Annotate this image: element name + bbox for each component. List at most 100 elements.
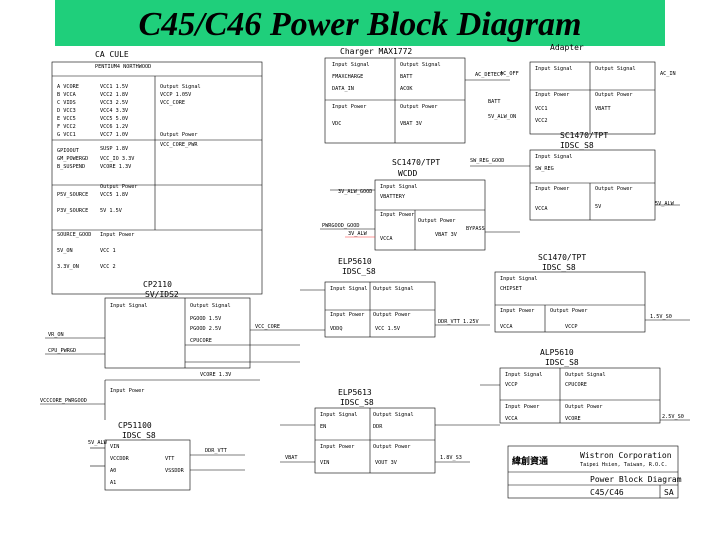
svg-text:Input Signal: Input Signal	[535, 154, 572, 160]
sig-3v-alw: 3V_ALW	[348, 231, 368, 237]
company-cjk: 緯創資通	[512, 455, 548, 467]
sig-5v-alw: 5V_ALW	[655, 201, 675, 207]
svg-text:Output Signal: Output Signal	[160, 84, 201, 90]
svg-text:Output Power: Output Power	[550, 308, 587, 314]
svg-text:Input Power: Input Power	[505, 404, 539, 410]
svg-text:AC_IN: AC_IN	[660, 71, 676, 77]
svg-text:PWRGOOD_GOOD: PWRGOOD_GOOD	[322, 223, 359, 229]
svg-text:Output Power: Output Power	[160, 132, 197, 138]
svg-text:Output Signal: Output Signal	[400, 62, 441, 68]
title-block: 緯創資通 Wistron Corporation Taipei Hsien, T…	[507, 445, 682, 499]
company-name: Wistron Corporation	[580, 451, 672, 460]
svg-text:Output Signal: Output Signal	[190, 303, 231, 309]
svg-text:CPUCORE: CPUCORE	[190, 338, 212, 344]
svg-text:Input Signal: Input Signal	[505, 372, 542, 378]
svg-text:VBAT 3V: VBAT 3V	[400, 121, 422, 127]
svg-text:Output Power: Output Power	[373, 312, 410, 318]
svg-text:VCCCORE_PWRGOOD: VCCCORE_PWRGOOD	[40, 398, 87, 404]
svg-text:VBAT: VBAT	[285, 455, 298, 461]
svg-text:VDC: VDC	[332, 121, 341, 127]
svg-text:VCC2: VCC2	[535, 118, 548, 124]
svg-text:Input Signal: Input Signal	[330, 286, 367, 292]
adapter-name: Adapter	[550, 43, 584, 52]
svg-text:Input Power: Input Power	[332, 104, 366, 110]
svg-text:VCC 2: VCC 2	[100, 264, 116, 270]
svg-text:CPUCORE: CPUCORE	[565, 382, 587, 388]
svg-text:5V_ALW_ON: 5V_ALW_ON	[488, 114, 516, 120]
svg-text:Output Power: Output Power	[595, 186, 632, 192]
svg-text:VCCA: VCCA	[500, 324, 513, 330]
doc-title: Power Block Diagram	[590, 475, 682, 484]
svg-text:VCC7 1.0V: VCC7 1.0V	[100, 132, 128, 138]
svg-text:VCC 1.5V: VCC 1.5V	[375, 326, 400, 332]
svg-text:B VCCA: B VCCA	[57, 92, 77, 98]
svg-text:VCC5 5.0V: VCC5 5.0V	[100, 116, 128, 122]
svg-text:Output Signal: Output Signal	[373, 286, 414, 292]
svg-text:VBAT 3V: VBAT 3V	[435, 232, 457, 238]
vtt-part: IDSC_S8	[342, 267, 376, 276]
svg-text:B_SUSPEND: B_SUSPEND	[57, 164, 85, 170]
svg-text:VCC1: VCC1	[535, 106, 548, 112]
svg-text:VCCP: VCCP	[565, 324, 578, 330]
svg-text:Output Signal: Output Signal	[595, 66, 636, 72]
svg-text:VCC6 1.2V: VCC6 1.2V	[100, 124, 128, 130]
svg-text:BYPASS: BYPASS	[466, 226, 485, 232]
svg-text:GPIOOUT: GPIOOUT	[57, 148, 79, 154]
vtt-block: ELP5610 IDSC_S8 Input Signal Output Signa…	[324, 257, 436, 338]
maxim-top-part: IDSC_S8	[560, 141, 594, 150]
svg-text:Input Signal: Input Signal	[500, 276, 537, 282]
svg-text:P3V_SOURCE: P3V_SOURCE	[57, 208, 88, 214]
svg-text:Output Power: Output Power	[565, 404, 602, 410]
svg-text:E VCC5: E VCC5	[57, 116, 76, 122]
svg-text:SOURCE_GOOD: SOURCE_GOOD	[57, 232, 91, 238]
svg-text:GM_POWERGD: GM_POWERGD	[57, 156, 88, 162]
svg-text:VBATTERY: VBATTERY	[380, 194, 406, 200]
svg-text:DATA_IN: DATA_IN	[332, 86, 354, 92]
maxim-mid-name: SC1470/TPT	[538, 253, 586, 262]
svg-text:5V: 5V	[595, 204, 601, 210]
svg-text:Output Signal: Output Signal	[373, 412, 414, 418]
svg-text:Input Power: Input Power	[320, 444, 354, 450]
ldo-bottom-part: IDSC_S8	[545, 358, 579, 367]
svg-text:VCORE 1.3V: VCORE 1.3V	[200, 372, 231, 378]
svg-text:P5V_SOURCE: P5V_SOURCE	[57, 192, 88, 198]
cpu-block-part: PENTIUM4 NORTHWOOD	[95, 64, 151, 70]
svg-text:VCCP: VCCP	[505, 382, 518, 388]
svg-text:Input Signal: Input Signal	[535, 66, 572, 72]
svg-text:VCC1 1.5V: VCC1 1.5V	[100, 84, 128, 90]
adapter-block: Adapter Input Signal Output Signal Input …	[529, 43, 656, 135]
sig-ddr-vtt: DDR_VTT	[205, 448, 227, 454]
charger-name: Charger MAX1772	[340, 47, 412, 56]
svg-text:Input Power: Input Power	[500, 308, 534, 314]
svg-text:VCORE: VCORE	[565, 416, 581, 422]
svg-text:G VCC1: G VCC1	[57, 132, 76, 138]
svg-text:VCORE 1.3V: VCORE 1.3V	[100, 164, 131, 170]
svg-text:5V_ON: 5V_ON	[57, 248, 73, 254]
sig-1p5v: 1.5V_S0	[650, 314, 672, 320]
svg-text:Input Signal: Input Signal	[320, 412, 357, 418]
svg-text:PGOOD 2.5V: PGOOD 2.5V	[190, 326, 221, 332]
svg-text:Output Power: Output Power	[595, 92, 632, 98]
vtt-name: ELP5610	[338, 257, 372, 266]
svg-text:BATT: BATT	[400, 74, 413, 80]
svg-text:Input Power: Input Power	[535, 186, 569, 192]
svg-text:VCC_CORE: VCC_CORE	[160, 100, 185, 106]
reg-bottom-name: CP51100	[118, 421, 152, 430]
sig-vcc-core: VCC_CORE	[255, 324, 280, 330]
svg-text:VCCA: VCCA	[380, 236, 393, 242]
svg-text:A VCORE: A VCORE	[57, 84, 79, 90]
svg-text:CHIPSET: CHIPSET	[500, 286, 522, 292]
doc-number: C45/C46	[590, 488, 624, 497]
svg-text:VCC3 2.5V: VCC3 2.5V	[100, 100, 128, 106]
svg-text:VCC 1: VCC 1	[100, 248, 116, 254]
svg-text:Output Power: Output Power	[373, 444, 410, 450]
svg-text:Input Power: Input Power	[535, 92, 569, 98]
svg-text:VCC_CORE_PWR: VCC_CORE_PWR	[160, 142, 198, 148]
svg-text:D VCC3: D VCC3	[57, 108, 76, 114]
